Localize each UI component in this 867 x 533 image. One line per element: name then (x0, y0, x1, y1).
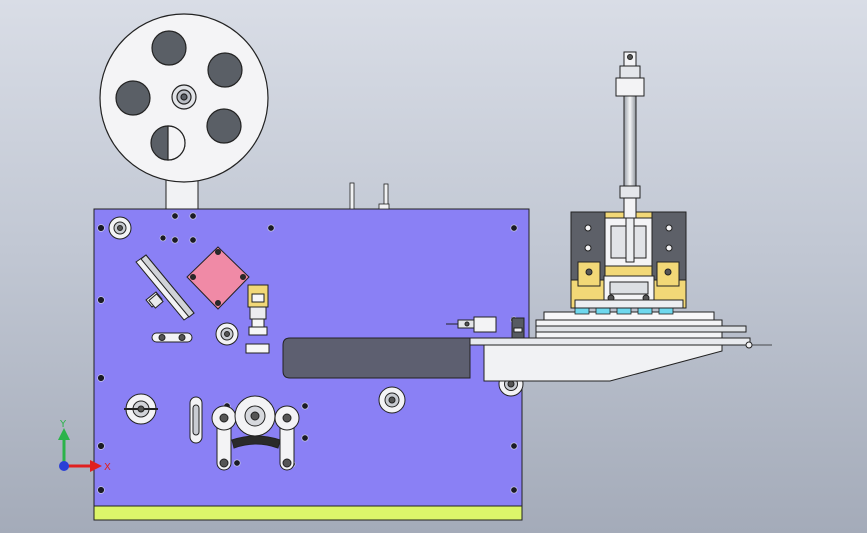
limit-switch (446, 316, 525, 339)
diagonal-guide (135, 254, 195, 321)
vertical-slot (189, 396, 203, 444)
tensioner-assembly (211, 395, 300, 471)
adjust-slot (151, 332, 193, 343)
pink-block (186, 246, 250, 310)
top-pins (349, 182, 390, 210)
base-bar (93, 505, 523, 521)
reel-support (165, 177, 199, 211)
guide-roller (215, 322, 239, 346)
tape-reel (99, 13, 269, 183)
guide-roller (378, 386, 406, 414)
y-axis-label: Y (59, 419, 67, 430)
window-opening (282, 337, 471, 379)
guide-roller (108, 216, 132, 240)
coordinate-triad-icon: Y X (58, 419, 111, 473)
sensor-block (245, 284, 270, 354)
cam-disc (124, 393, 158, 425)
feed-bracket (469, 311, 772, 382)
air-cylinder (615, 51, 645, 263)
x-axis-label: X (104, 462, 111, 473)
